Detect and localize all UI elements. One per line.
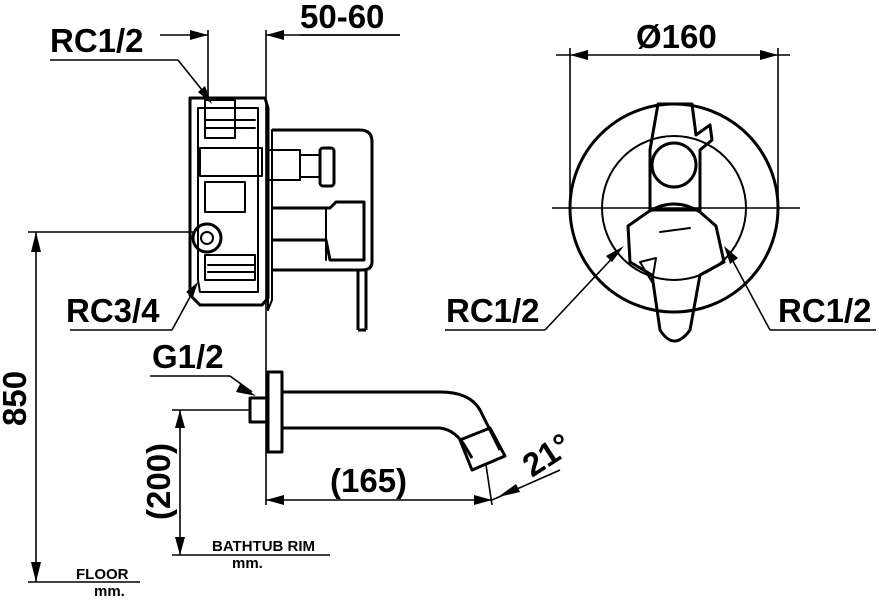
label-bathtub-rim: BATHTUB RIM xyxy=(212,538,315,555)
label-rc12-top: RC1/2 xyxy=(50,22,144,59)
valve-body-side-view xyxy=(188,30,374,505)
spout-side-view xyxy=(248,370,507,472)
label-floor-unit: mm. xyxy=(94,583,125,600)
label-spout-height: (200) xyxy=(140,443,177,520)
label-depth-50-60: 50-60 xyxy=(300,0,384,35)
label-height-850: 850 xyxy=(0,371,33,426)
label-angle: 21° xyxy=(516,426,578,484)
dimension-lines xyxy=(28,30,876,583)
label-diameter: Ø160 xyxy=(636,18,717,55)
label-g12: G1/2 xyxy=(152,338,224,375)
label-rc12-right: RC1/2 xyxy=(778,292,872,329)
label-floor: FLOOR xyxy=(76,566,129,583)
valve-front-view xyxy=(552,102,800,343)
label-rc12-left: RC1/2 xyxy=(446,292,540,329)
label-bathtub-unit: mm. xyxy=(232,555,263,572)
label-spout-length: (165) xyxy=(330,462,407,499)
label-rc34: RC3/4 xyxy=(66,292,160,329)
